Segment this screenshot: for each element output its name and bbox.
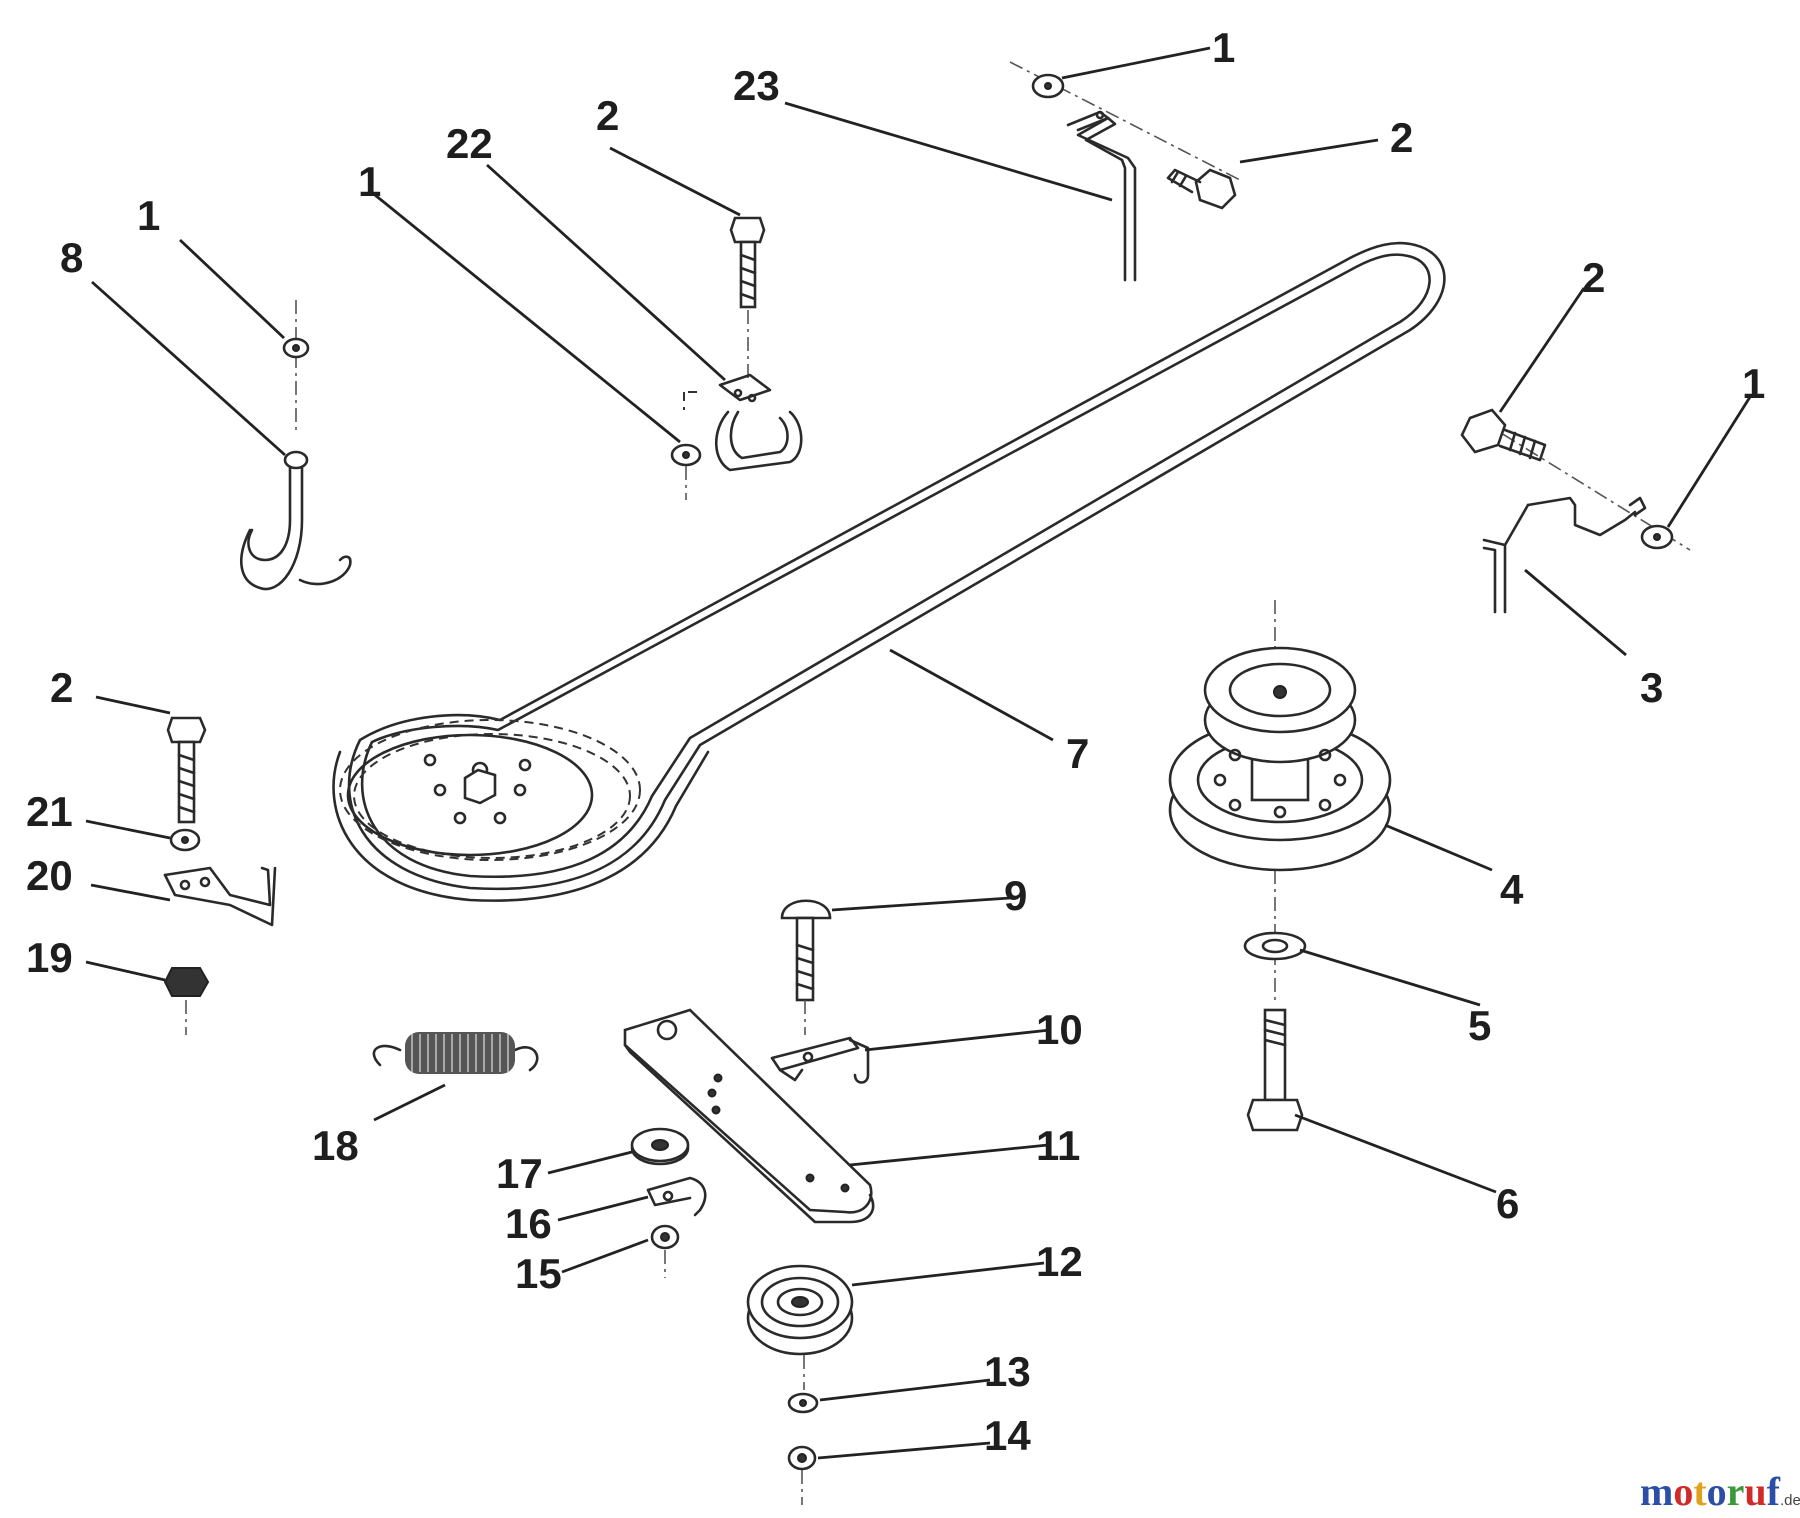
- spring-18: [372, 1032, 539, 1074]
- callout-19: 19: [26, 934, 73, 981]
- watermark-letter: m: [1640, 1469, 1673, 1514]
- washer-13: [787, 1392, 819, 1414]
- callout-16: 16: [505, 1200, 552, 1247]
- callout-2: 2: [1390, 114, 1413, 161]
- callout-22: 22: [446, 120, 493, 167]
- bolt-2-left: [166, 716, 207, 824]
- watermark-letter: u: [1744, 1469, 1766, 1514]
- pulley-bolt-holes: [1213, 748, 1347, 819]
- callout-6: 6: [1496, 1180, 1519, 1227]
- callout-2: 2: [1582, 254, 1605, 301]
- idler-pulley-12: [746, 1264, 854, 1390]
- motoruf-watermark-logo: motoruf.de: [1640, 1469, 1800, 1514]
- callout-12: 12: [1036, 1238, 1083, 1285]
- callout-10: 10: [1036, 1006, 1083, 1053]
- callout-14: 14: [984, 1412, 1031, 1459]
- callout-11: 11: [1036, 1122, 1080, 1169]
- nut-15: [650, 1224, 680, 1278]
- watermark-suffix: .de: [1780, 1492, 1800, 1509]
- watermark-letter: r: [1727, 1469, 1745, 1514]
- belt-guide-8: [240, 300, 352, 591]
- leader-lines: [85, 46, 1752, 1460]
- washer-21: [169, 828, 201, 852]
- callout-20: 20: [26, 852, 73, 899]
- bolt-6: [1246, 1008, 1304, 1132]
- callout-4: 4: [1500, 866, 1524, 913]
- nut-1-center: [670, 391, 702, 500]
- callout-1: 1: [1212, 24, 1235, 71]
- double-pulley: [1168, 600, 1392, 1000]
- callout-23: 23: [733, 62, 780, 109]
- watermark-letter: t: [1693, 1469, 1707, 1514]
- callout-18: 18: [312, 1122, 359, 1169]
- callout-9: 9: [1004, 872, 1027, 919]
- callout-5: 5: [1468, 1002, 1491, 1049]
- bracket-16: [646, 1176, 707, 1217]
- rod-23: [1009, 61, 1241, 282]
- callout-8: 8: [60, 234, 83, 281]
- callout-15: 15: [515, 1250, 562, 1297]
- idler-arm-11: [623, 1008, 875, 1224]
- drive-belt: [332, 241, 1446, 902]
- callout-13: 13: [984, 1348, 1031, 1395]
- watermark-letter: f: [1767, 1469, 1781, 1514]
- callout-3: 3: [1640, 664, 1663, 711]
- callout-numbers: 1 23 2 2 22 1 1 8 2 1 3 7 4 2 5 21 20 19…: [26, 24, 1765, 1459]
- callout-2: 2: [596, 92, 619, 139]
- rod-3: [1460, 408, 1691, 614]
- bolt-2-top: [729, 216, 766, 380]
- callout-1: 1: [358, 158, 381, 205]
- callout-2: 2: [50, 664, 73, 711]
- callout-21: 21: [26, 788, 73, 835]
- bracket-10: [770, 1036, 870, 1084]
- bracket-20: [163, 866, 277, 927]
- carriage-bolt-9: [780, 899, 832, 1035]
- callout-1: 1: [137, 192, 160, 239]
- washer-5: [1243, 931, 1307, 961]
- belt-guide-22: [715, 373, 803, 472]
- svg-text:motoruf.de: motoruf.de: [1640, 1469, 1800, 1514]
- callout-17: 17: [496, 1150, 543, 1197]
- watermark-letter: o: [1673, 1469, 1693, 1514]
- washer-17: [630, 1127, 690, 1166]
- nut-19: [163, 967, 210, 1035]
- callout-1: 1: [1742, 360, 1765, 407]
- nut-14: [787, 1445, 817, 1505]
- watermark-letter: o: [1707, 1469, 1727, 1514]
- callout-7: 7: [1066, 730, 1089, 777]
